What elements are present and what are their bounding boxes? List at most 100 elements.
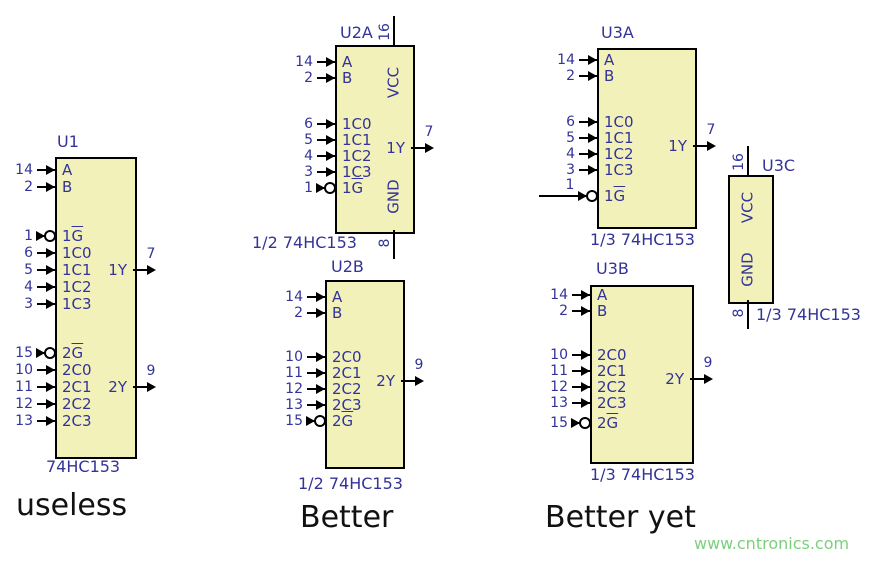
pin-u3a-1-wire	[539, 195, 587, 197]
pin-u1-1-arrow	[36, 231, 45, 241]
pin-u3b-11-label: 2C1	[597, 362, 627, 380]
pin-u3b-15-bubble	[579, 417, 591, 429]
pin-u2a-1-arrow	[316, 183, 325, 193]
pin-u2b-12-number: 12	[285, 381, 303, 397]
ic-body-u3c	[728, 175, 774, 304]
pin-u1-14-arrow	[46, 165, 55, 175]
pin-u1-4-arrow	[46, 282, 55, 292]
pin-u3c-16-number: 16	[731, 153, 747, 171]
pin-u3b-12-number: 12	[550, 379, 568, 395]
pin-u3a-3-label: 1C3	[604, 161, 634, 179]
pin-u1-15-label: 2G	[62, 344, 84, 362]
pin-u1-1-number: 1	[24, 228, 33, 244]
pin-u2a-7-wire	[411, 147, 429, 149]
ic-body-u3a	[597, 48, 697, 229]
overline: G	[351, 179, 364, 197]
pin-u3b-9-wire	[690, 378, 708, 380]
pin-u1-6-arrow	[46, 248, 55, 258]
pin-u2b-14-arrow	[316, 292, 325, 302]
part-label-u2a: 1/2 74HC153	[252, 233, 357, 252]
pin-u1-7-label: 1Y	[108, 261, 127, 279]
pin-u1-9-arrow	[147, 382, 156, 392]
pin-u2a-14-arrow	[326, 57, 335, 67]
pin-u2b-14-number: 14	[285, 289, 303, 305]
pin-u3b-2-arrow	[581, 306, 590, 316]
overline: G	[71, 227, 84, 245]
pin-u3b-10-label: 2C0	[597, 346, 627, 364]
refdes-u3c: U3C	[762, 156, 796, 175]
pin-u2b-15-label: 2G	[332, 412, 354, 430]
pin-u1-3-label: 1C3	[62, 295, 92, 313]
pin-u3a-6-label: 1C0	[604, 113, 634, 131]
pin-u3a-4-label: 1C2	[604, 145, 634, 163]
pin-u3a-3-number: 3	[566, 162, 575, 178]
pin-u2a-4-number: 4	[304, 148, 313, 164]
pin-u1-2-label: B	[62, 178, 73, 196]
refdes-u2b: U2B	[331, 257, 364, 276]
pin-u3a-5-arrow	[588, 133, 597, 143]
pin-u1-3-number: 3	[24, 296, 33, 312]
pin-u2a-3-number: 3	[304, 164, 313, 180]
pin-u3a-2-arrow	[588, 71, 597, 81]
pin-u3a-4-arrow	[588, 149, 597, 159]
pin-u1-1-label: 1G	[62, 227, 84, 245]
pin-u3b-11-arrow	[581, 366, 590, 376]
pin-u1-14-number: 14	[15, 162, 33, 178]
pin-u2b-15-bubble	[314, 415, 326, 427]
pin-u1-2-arrow	[46, 182, 55, 192]
pin-u1-14-label: A	[62, 161, 73, 179]
pin-u3a-1-bubble	[586, 190, 598, 202]
pin-u2a-8-number: 8	[377, 238, 393, 248]
watermark: www.cntronics.com	[694, 534, 850, 553]
overline: G	[606, 414, 619, 432]
pin-u3b-10-number: 10	[550, 347, 568, 363]
pin-u2b-9-number: 9	[414, 357, 424, 373]
pin-u1-9-label: 2Y	[108, 378, 127, 396]
caption-better-yet: Better yet	[545, 500, 696, 535]
pin-u1-10-number: 10	[15, 362, 33, 378]
pin-u1-10-label: 2C0	[62, 361, 92, 379]
pin-u2a-8-wire	[393, 230, 395, 259]
pin-u3b-2-number: 2	[559, 303, 568, 319]
pin-u2a-3-label: 1C3	[342, 163, 372, 181]
pin-u1-15-bubble	[44, 347, 56, 359]
gnd-label-u2a: GND	[384, 179, 403, 214]
pin-u3a-5-number: 5	[566, 130, 575, 146]
pin-u2b-12-arrow	[316, 384, 325, 394]
pin-u1-4-number: 4	[24, 279, 33, 295]
pin-u3b-9-label: 2Y	[665, 370, 684, 388]
pin-u3b-12-arrow	[581, 382, 590, 392]
pin-u2b-10-number: 10	[285, 349, 303, 365]
pin-u2a-14-number: 14	[295, 54, 313, 70]
pin-u2a-7-label: 1Y	[386, 139, 405, 157]
pin-u2b-11-label: 2C1	[332, 364, 362, 382]
pin-u1-15-arrow	[36, 348, 45, 358]
pin-u3b-9-number: 9	[703, 355, 713, 371]
pin-u2b-9-wire	[401, 380, 419, 382]
pin-u3a-14-arrow	[588, 55, 597, 65]
pin-u1-9-wire	[133, 386, 151, 388]
pin-u3b-2-label: B	[597, 302, 608, 320]
overline: G	[613, 187, 626, 205]
refdes-u1: U1	[57, 132, 79, 151]
pin-u2a-2-label: B	[342, 69, 353, 87]
pin-u3a-3-arrow	[588, 165, 597, 175]
pin-u1-3-arrow	[46, 299, 55, 309]
pin-u3b-14-arrow	[581, 290, 590, 300]
pin-u2b-11-number: 11	[285, 365, 303, 381]
pin-u1-5-label: 1C1	[62, 261, 92, 279]
pin-u2b-12-label: 2C2	[332, 380, 362, 398]
pin-u3b-15-number: 15	[550, 415, 568, 431]
pin-u2a-7-number: 7	[424, 124, 434, 140]
pin-u2b-13-label: 2C3	[332, 396, 362, 414]
pin-u2a-2-number: 2	[304, 70, 313, 86]
pin-u1-11-arrow	[46, 382, 55, 392]
pin-u2a-3-arrow	[326, 167, 335, 177]
pin-u1-13-number: 13	[15, 413, 33, 429]
pin-u3a-7-wire	[693, 145, 711, 147]
pin-u2b-9-arrow	[415, 376, 424, 386]
pin-u3a-5-label: 1C1	[604, 129, 634, 147]
caption-better: Better	[300, 500, 394, 535]
part-label-u3b: 1/3 74HC153	[590, 465, 695, 484]
pin-u3a-1-number: 1	[565, 177, 575, 193]
